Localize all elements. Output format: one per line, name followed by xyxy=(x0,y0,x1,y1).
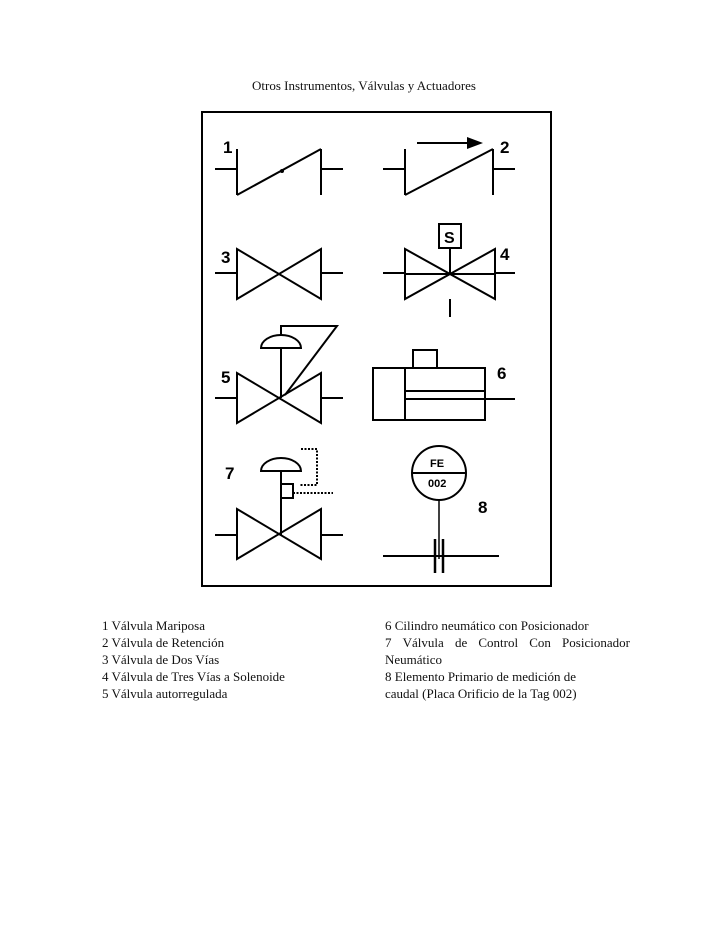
symbol-number-6: 6 xyxy=(497,364,506,383)
self-regulated-valve-symbol: 5 xyxy=(215,325,343,425)
pneumatic-cylinder-symbol: 6 xyxy=(372,349,515,421)
legend-left-column: 1 Válvula Mariposa 2 Válvula de Retenció… xyxy=(102,617,372,702)
three-way-solenoid-valve-symbol: S 4 xyxy=(383,223,515,317)
check-valve-symbol: 2 xyxy=(383,137,515,196)
legend-item-1: 1 Válvula Mariposa xyxy=(102,618,206,633)
legend-item-2: 2 Válvula de Retención xyxy=(102,635,225,650)
legend-item-8-continued: caudal (Placa Orificio de la Tag 002) xyxy=(385,686,577,701)
fe-tag-number: 002 xyxy=(428,478,446,490)
two-way-valve-symbol: 3 xyxy=(215,247,343,301)
symbol-number-5: 5 xyxy=(221,368,230,387)
symbol-number-1: 1 xyxy=(223,138,232,157)
legend-item-3: 3 Válvula de Dos Vías xyxy=(102,652,220,667)
symbol-number-2: 2 xyxy=(500,138,509,157)
legend-item-7: 7 Válvula de Control Con Posicionador xyxy=(385,634,630,651)
legend-item-7-word: de xyxy=(454,635,468,650)
legend-item-7-continued: Neumático xyxy=(385,652,443,667)
legend-item-7-word: 7 xyxy=(385,635,392,650)
legend-item-5: 5 Válvula autorregulada xyxy=(102,686,228,701)
page-title: Otros Instrumentos, Válvulas y Actuadore… xyxy=(252,78,476,93)
symbol-number-7: 7 xyxy=(225,464,234,483)
symbols-figure: 1 2 3 S 4 xyxy=(201,111,552,587)
legend-item-7-word: Válvula xyxy=(402,635,444,650)
legend-right-column: 6 Cilindro neumático con Posicionador 7 … xyxy=(385,617,630,702)
legend-item-8: 8 Elemento Primario de medición de xyxy=(385,669,576,684)
symbol-number-8: 8 xyxy=(478,498,487,517)
legend-item-6: 6 Cilindro neumático con Posicionador xyxy=(385,618,589,633)
legend-item-7-word: Con xyxy=(529,635,551,650)
fe-tag-label: FE xyxy=(430,458,444,470)
legend-item-7-word: Posicionador xyxy=(562,635,630,650)
symbol-number-4: 4 xyxy=(500,245,510,264)
solenoid-s-label: S xyxy=(444,230,455,247)
legend-item-7-word: Control xyxy=(478,635,519,650)
orifice-plate-symbol: FE 002 8 xyxy=(383,445,499,573)
butterfly-valve-symbol: 1 xyxy=(215,138,343,196)
control-valve-positioner-symbol: 7 xyxy=(215,448,343,561)
legend-item-4: 4 Válvula de Tres Vías a Solenoide xyxy=(102,669,285,684)
symbol-number-3: 3 xyxy=(221,248,230,267)
